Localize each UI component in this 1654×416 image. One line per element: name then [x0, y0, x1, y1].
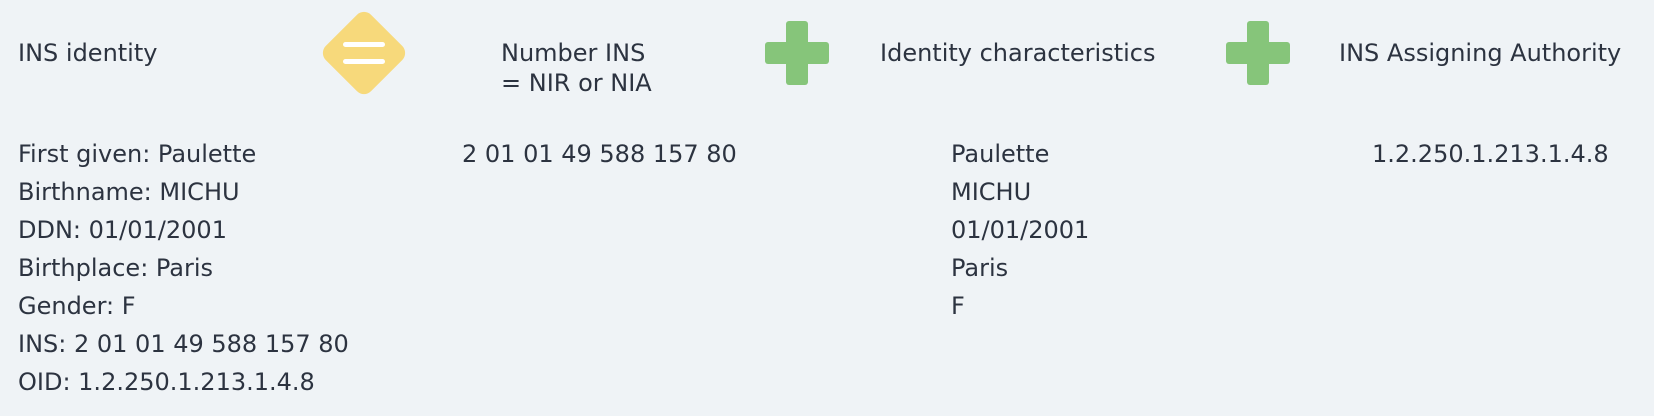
ins-assigning-authority-label: INS Assigning Authority — [1339, 39, 1622, 67]
list-item: F — [951, 292, 965, 320]
list-item: Birthplace: Paris — [18, 254, 214, 282]
ins-identity-label: INS identity — [18, 39, 158, 67]
ins-number-value: 2 01 01 49 588 157 80 — [462, 140, 737, 168]
list-item: MICHU — [951, 178, 1032, 206]
plus-icon — [1226, 21, 1290, 85]
list-item: Paris — [951, 254, 1009, 282]
authority-oid-value: 1.2.250.1.213.1.4.8 — [1372, 140, 1609, 168]
plus-icon — [765, 21, 829, 85]
characteristics-list: Paulette MICHU 01/01/2001 Paris F — [951, 135, 1089, 325]
list-item: 01/01/2001 — [951, 216, 1090, 244]
list-item: Paulette — [951, 140, 1050, 168]
list-item: INS: 2 01 01 49 588 157 80 — [18, 330, 349, 358]
equals-icon — [318, 7, 410, 99]
list-item: Gender: F — [18, 292, 136, 320]
number-ins-label: Number INS — [501, 39, 646, 67]
list-item: OID: 1.2.250.1.213.1.4.8 — [18, 368, 315, 396]
list-item: Birthname: MICHU — [18, 178, 240, 206]
identity-details-list: First given: Paulette Birthname: MICHU D… — [18, 135, 349, 401]
nir-or-nia-label: = NIR or NIA — [501, 69, 652, 97]
list-item: DDN: 01/01/2001 — [18, 216, 227, 244]
list-item: First given: Paulette — [18, 140, 257, 168]
identity-characteristics-label: Identity characteristics — [880, 39, 1156, 67]
